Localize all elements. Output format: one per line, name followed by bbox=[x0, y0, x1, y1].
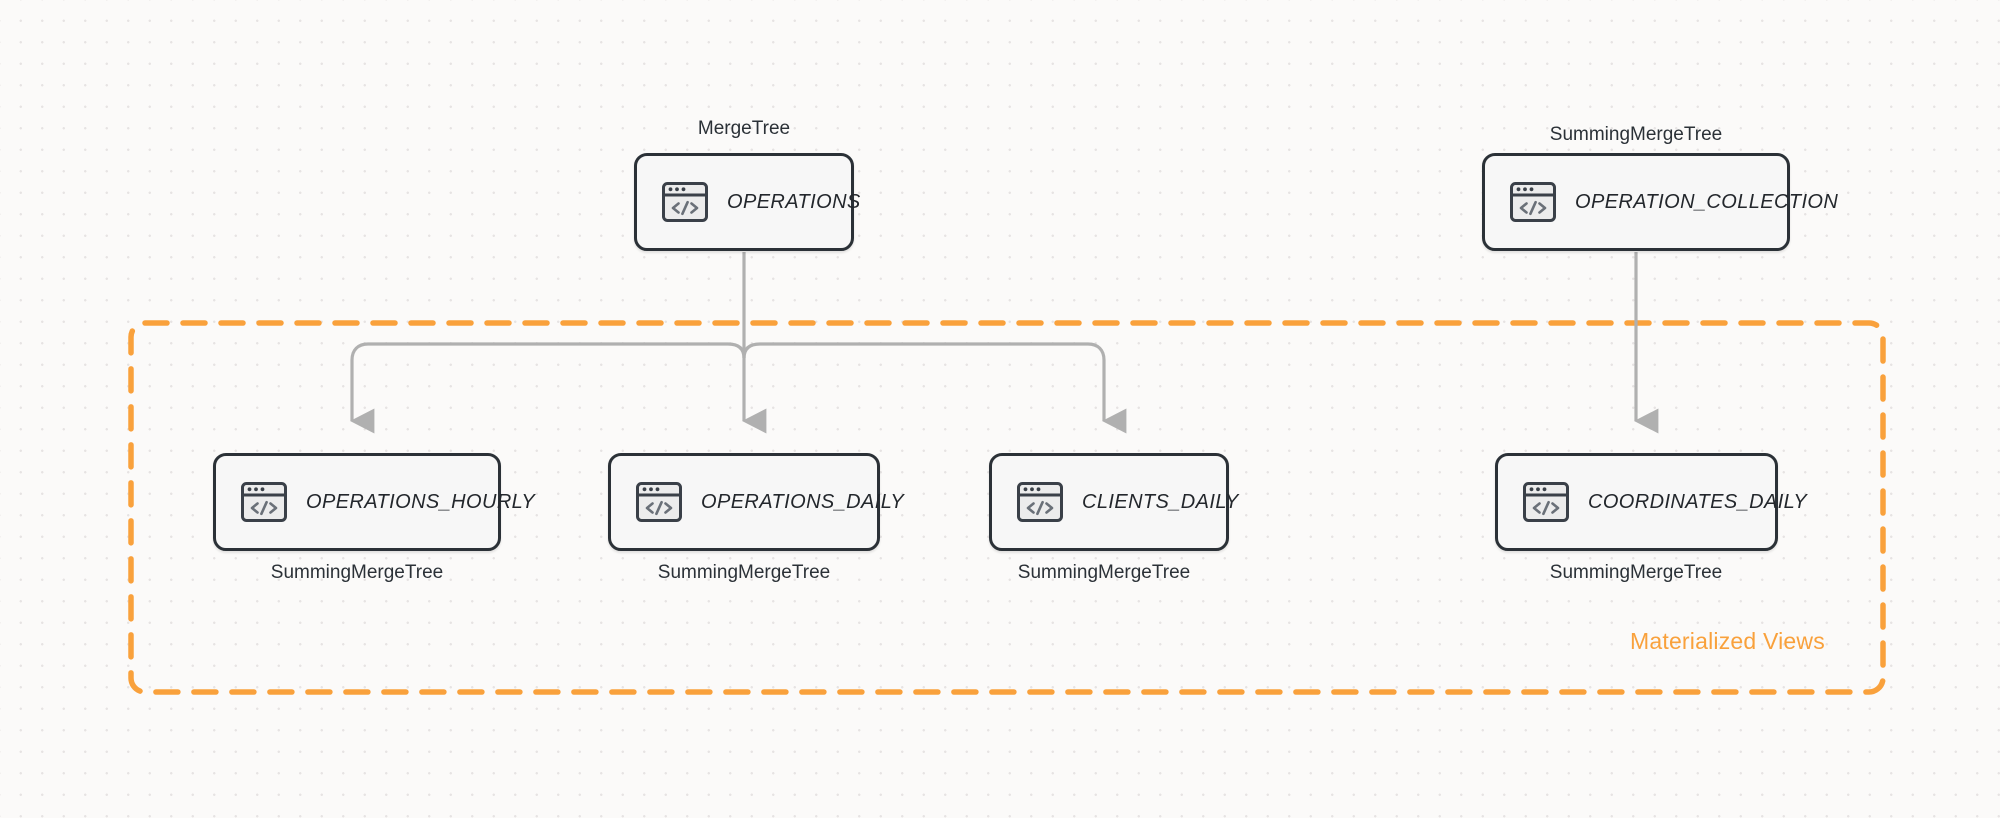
node-label: OPERATIONS_HOURLY bbox=[306, 490, 536, 513]
engine-caption-operation-collection: SummingMergeTree bbox=[1549, 124, 1723, 145]
node-label: COORDINATES_DAILY bbox=[1588, 490, 1808, 513]
node-label: OPERATION_COLLECTION bbox=[1575, 190, 1839, 213]
node-operations-hourly[interactable]: OPERATIONS_HOURLY bbox=[213, 453, 535, 551]
engine-caption-operations-daily: SummingMergeTree bbox=[657, 562, 831, 583]
group-dashed-border bbox=[128, 320, 1886, 695]
code-window-icon bbox=[662, 182, 708, 222]
engine-caption-coordinates-daily: SummingMergeTree bbox=[1549, 562, 1723, 583]
code-window-icon bbox=[1523, 482, 1569, 522]
engine-caption-clients-daily: SummingMergeTree bbox=[1017, 562, 1191, 583]
code-window-icon bbox=[1510, 182, 1556, 222]
edge-operations-to-operations-hourly bbox=[350, 342, 746, 434]
materialized-views-label: Materialized Views bbox=[1630, 628, 1825, 654]
code-window-icon bbox=[1017, 482, 1063, 522]
node-label: OPERATIONS_DAILY bbox=[701, 490, 905, 513]
node-operation-collection[interactable]: OPERATION_COLLECTION bbox=[1482, 153, 1838, 251]
code-window-icon bbox=[241, 482, 287, 522]
engine-caption-operations-hourly: SummingMergeTree bbox=[270, 562, 444, 583]
node-coordinates-daily[interactable]: COORDINATES_DAILY bbox=[1495, 453, 1807, 551]
node-clients-daily[interactable]: CLIENTS_DAILY bbox=[989, 453, 1238, 551]
edge-operations-to-clients-daily bbox=[742, 342, 1127, 434]
code-window-icon bbox=[636, 482, 682, 522]
node-label: OPERATIONS bbox=[727, 190, 861, 213]
node-operations-daily[interactable]: OPERATIONS_DAILY bbox=[608, 453, 904, 551]
engine-caption-operations: MergeTree bbox=[697, 118, 791, 139]
node-operations[interactable]: OPERATIONS bbox=[634, 153, 860, 251]
node-label: CLIENTS_DAILY bbox=[1082, 490, 1239, 513]
